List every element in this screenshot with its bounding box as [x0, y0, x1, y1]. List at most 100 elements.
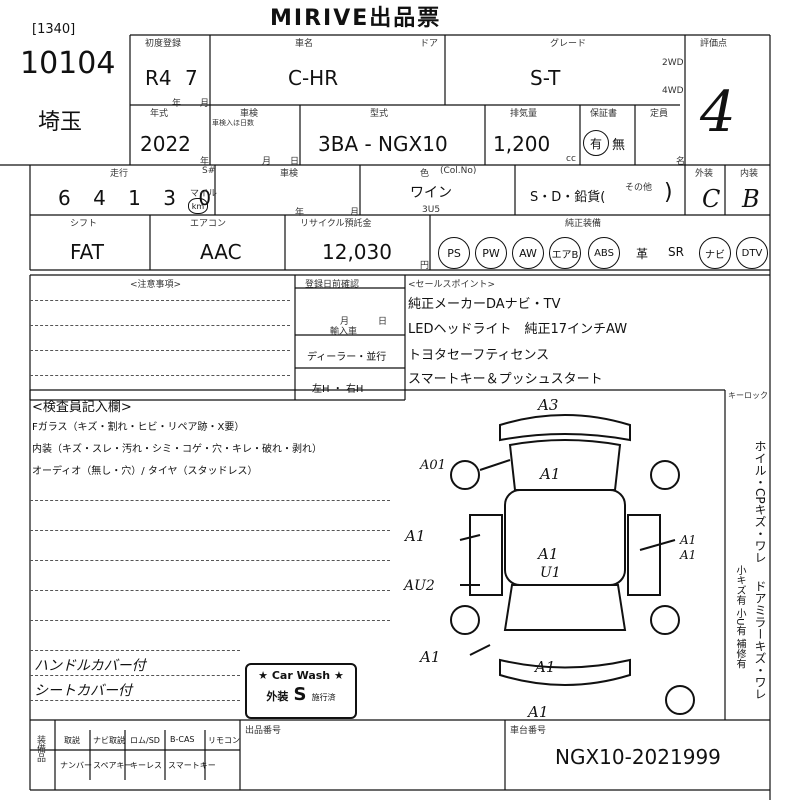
pointer — [479, 459, 511, 471]
footer-left-label: 装備品 — [35, 735, 45, 762]
footer-item-rom: ロム/SD — [130, 736, 160, 745]
wheel-front-right — [650, 460, 680, 490]
carwash-body: 外装 S 施行済 — [247, 684, 355, 705]
chassis-number: NGX10-2021999 — [555, 745, 721, 769]
yen-unit: 円 — [420, 261, 430, 271]
damage-mark-roof-u: U1 — [540, 565, 561, 581]
model-type-label: 型式 — [370, 109, 389, 119]
footer-item-manual: 取説 — [64, 736, 80, 745]
car-roof — [504, 489, 626, 586]
equip-aw: AW — [512, 237, 544, 269]
equip-airbag-label: エアB — [551, 249, 579, 261]
lot-bracket-number: [1340] — [32, 22, 76, 37]
grade-label: グレード — [550, 39, 587, 49]
mile-unit: マイル — [190, 189, 218, 199]
import-handle: 左H ・ 右H — [312, 384, 364, 395]
vehicle-check-label: 車検 — [240, 109, 259, 119]
sales-point-1: 純正メーカーDAナビ・TV — [408, 297, 561, 312]
ac-value: AAC — [200, 240, 242, 264]
key-lock-label: キーロック — [728, 391, 768, 400]
name-unit: 名 — [676, 157, 686, 167]
equip-abs: ABS — [588, 237, 620, 269]
side-note-wheel: ホイル・CPキズ・ワレ — [753, 440, 767, 564]
year-unit-3: 年 — [295, 208, 305, 218]
model-type-value: 3BA - NGX10 — [318, 132, 448, 156]
wheel-rear-left — [450, 605, 480, 635]
wheel-front-left — [450, 460, 480, 490]
car-right-body — [627, 514, 661, 596]
car-left-body — [469, 514, 503, 596]
equip-sr: SR — [668, 245, 684, 259]
notes-line — [30, 375, 290, 376]
notes-line — [30, 300, 290, 301]
notes-label: <注意事項> — [130, 280, 182, 290]
inspector-line-2: 内装（キズ・スレ・汚れ・シミ・コゲ・穴・キレ・破れ・剥れ） — [32, 444, 322, 455]
month-unit-2: 月 — [262, 157, 272, 167]
equip-pw: PW — [475, 237, 507, 269]
color-no-label: (Col.No) — [440, 166, 477, 176]
paint-code: 3U5 — [422, 205, 441, 215]
title-suffix: 出品票 — [369, 6, 442, 31]
first-reg-month: 7 — [185, 66, 198, 90]
side-note-small: 小キズ有 小U有 補修有 — [734, 565, 745, 669]
brand-name: MIRIVE — [270, 6, 370, 31]
sales-point-4: スマートキー＆プッシュスタート — [408, 372, 603, 387]
equip-dtv-label: DTV — [741, 247, 763, 259]
recycle-label: リサイクル預託金 — [300, 219, 372, 229]
footer-item-navi-manual: ナビ取説 — [93, 736, 125, 745]
year-model-label: 年式 — [150, 109, 169, 119]
month-unit-1: 月 — [200, 99, 210, 109]
carwash-prefix: 外装 — [266, 690, 289, 703]
car-name-label: 車名 — [295, 39, 314, 49]
inspector-line-3: オーディオ（無し・穴）/ タイヤ（スタッドレス） — [32, 466, 258, 477]
inspector-line — [30, 500, 390, 501]
equip-dtv: DTV — [736, 237, 768, 269]
ac-label: エアコン — [190, 219, 227, 229]
inspector-line — [30, 620, 390, 621]
pointer — [469, 644, 491, 656]
inspector-line — [30, 560, 390, 561]
equip-abs-label: ABS — [594, 247, 614, 259]
import-car-label: 輸入車 — [330, 327, 358, 337]
reg-date-label: 登録日前確認 — [305, 280, 360, 290]
exterior-label: 外装 — [695, 169, 714, 179]
equip-navi-label: ナビ — [705, 249, 725, 261]
carwash-suffix: 施行済 — [311, 693, 336, 702]
car-hood — [508, 439, 622, 491]
footer-item-bcas: B-CAS — [170, 735, 195, 744]
color-other: その他 — [625, 183, 653, 193]
inspector-no-label: 出品番号 — [245, 726, 282, 736]
shift-value: FAT — [70, 240, 105, 264]
car-top-bumper — [499, 414, 631, 442]
footer-item-remote: リモコン — [208, 736, 240, 745]
pointer — [459, 534, 481, 541]
score-label: 評価点 — [700, 39, 728, 49]
vehicle-check-note: 車検入ほ日数 — [212, 119, 254, 127]
vehicle-check-label-2: 車検 — [280, 169, 299, 179]
shift-label: シフト — [70, 219, 98, 229]
inspector-line — [30, 700, 240, 701]
recycle-value: 12,030 — [322, 240, 392, 264]
month-unit-3: 月 — [350, 208, 360, 218]
day-unit-2: 日 — [290, 157, 300, 167]
equip-ps-label: PS — [447, 246, 461, 260]
footer-item-keyless: キーレス — [130, 761, 162, 770]
sales-point-3: トヨタセーフティセンス — [408, 348, 550, 363]
km-circle: km — [188, 198, 208, 214]
interior-value: B — [742, 185, 760, 213]
2wd-label: 2WD — [662, 58, 684, 68]
color-close-paren: ) — [664, 180, 673, 205]
notes-line — [30, 325, 290, 326]
mileage-label: 走行 — [110, 169, 129, 179]
warranty-no: 無 — [612, 138, 626, 153]
wheel-rear-right — [650, 605, 680, 635]
damage-mark-a01: A01 — [420, 458, 446, 473]
color-types: S・D・鉛貨( — [530, 190, 606, 205]
damage-mark-roof: A1 — [538, 545, 559, 563]
color-label: 色 — [420, 169, 430, 179]
reg-day-label: 日 — [378, 317, 388, 327]
notes-line — [30, 350, 290, 351]
cc-unit: cc — [566, 154, 576, 164]
damage-mark-right-2: A1 — [680, 548, 697, 562]
car-name: C-HR — [288, 66, 339, 90]
